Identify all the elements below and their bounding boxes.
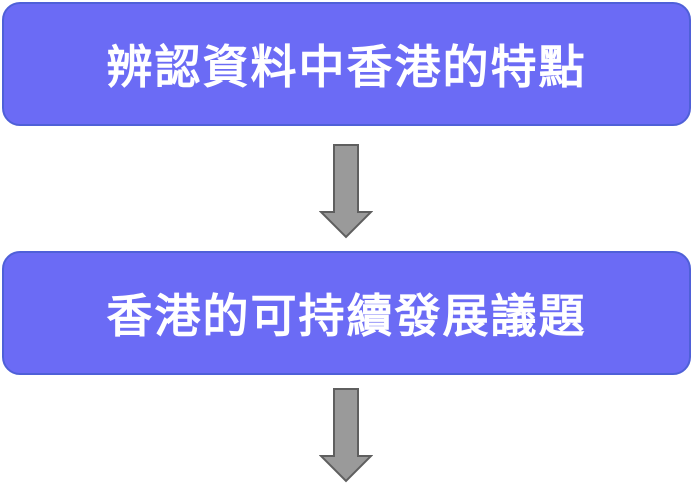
arrow-down-icon	[319, 144, 373, 239]
arrow-down-icon	[319, 388, 373, 483]
flow-step-1: 辨認資料中香港的特點	[2, 2, 691, 126]
flow-step-1-label: 辨認資料中香港的特點	[106, 40, 587, 94]
flow-step-2-label: 香港的可持續發展議題	[106, 289, 587, 343]
flow-step-2: 香港的可持續發展議題	[2, 251, 691, 375]
